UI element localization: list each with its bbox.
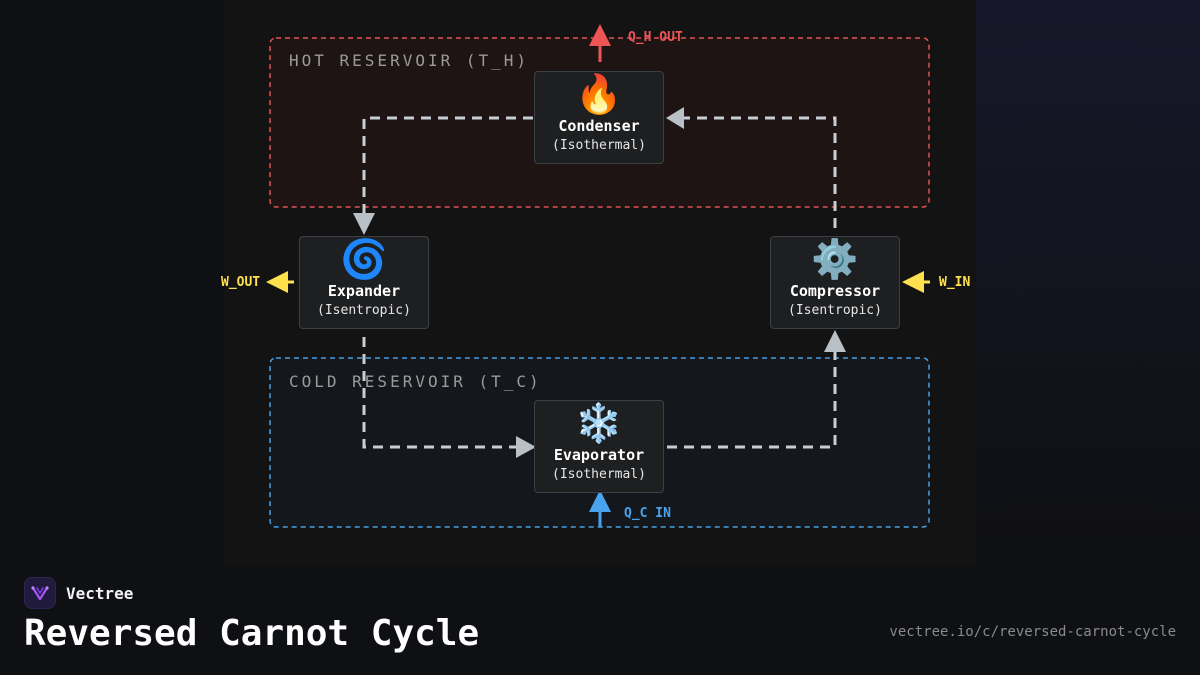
expander-name: Expander xyxy=(327,282,401,300)
vectree-logo-icon xyxy=(24,577,56,609)
evaporator-subtitle: (Isothermal) xyxy=(552,467,646,482)
gear-icon: ⚙️ xyxy=(811,237,859,281)
evaporator-name: Evaporator xyxy=(553,446,645,464)
page-title: Reversed Carnot Cycle xyxy=(24,613,480,654)
expander-subtitle: (Isentropic) xyxy=(317,303,411,318)
q-h-out-label: Q_H OUT xyxy=(628,30,683,45)
w-in-label: W_IN xyxy=(939,275,971,290)
q-h-out-arrowhead xyxy=(589,24,611,46)
expander-node[interactable]: 🌀 Expander (Isentropic) xyxy=(299,236,429,329)
flame-icon: 🔥 xyxy=(575,72,623,116)
w-out-label: W_OUT xyxy=(221,275,261,290)
q-c-in-arrowhead xyxy=(589,490,611,512)
cold-reservoir-label: COLD RESERVOIR (T_C) xyxy=(289,372,542,391)
path-expander-to-evaporator xyxy=(362,337,518,449)
q-c-in-label: Q_C IN xyxy=(624,506,671,521)
arrowhead-into-evaporator xyxy=(516,436,536,458)
compressor-subtitle: (Isentropic) xyxy=(788,303,882,318)
background-glow xyxy=(940,0,1200,560)
condenser-node[interactable]: 🔥 Condenser (Isothermal) xyxy=(534,71,664,164)
path-compressor-to-condenser xyxy=(682,116,837,228)
arrowhead-into-compressor xyxy=(824,330,846,352)
path-condenser-to-expander xyxy=(362,116,533,214)
arrowhead-into-condenser xyxy=(666,107,684,129)
path-evaporator-to-compressor xyxy=(667,352,837,449)
cyclone-icon: 🌀 xyxy=(340,237,388,281)
brand-name: Vectree xyxy=(66,583,134,603)
w-in-arrowhead xyxy=(902,271,924,293)
compressor-node[interactable]: ⚙️ Compressor (Isentropic) xyxy=(770,236,900,329)
snowflake-icon: ❄️ xyxy=(575,401,623,445)
brand[interactable]: Vectree xyxy=(24,577,133,609)
condenser-subtitle: (Isothermal) xyxy=(552,138,646,153)
w-out-arrowhead xyxy=(266,271,288,293)
arrowhead-into-expander xyxy=(353,213,375,235)
evaporator-node[interactable]: ❄️ Evaporator (Isothermal) xyxy=(534,400,664,493)
compressor-name: Compressor xyxy=(789,282,881,300)
source-url[interactable]: vectree.io/c/reversed-carnot-cycle xyxy=(889,624,1176,640)
hot-reservoir-label: HOT RESERVOIR (T_H) xyxy=(289,51,530,70)
condenser-name: Condenser xyxy=(558,117,640,135)
